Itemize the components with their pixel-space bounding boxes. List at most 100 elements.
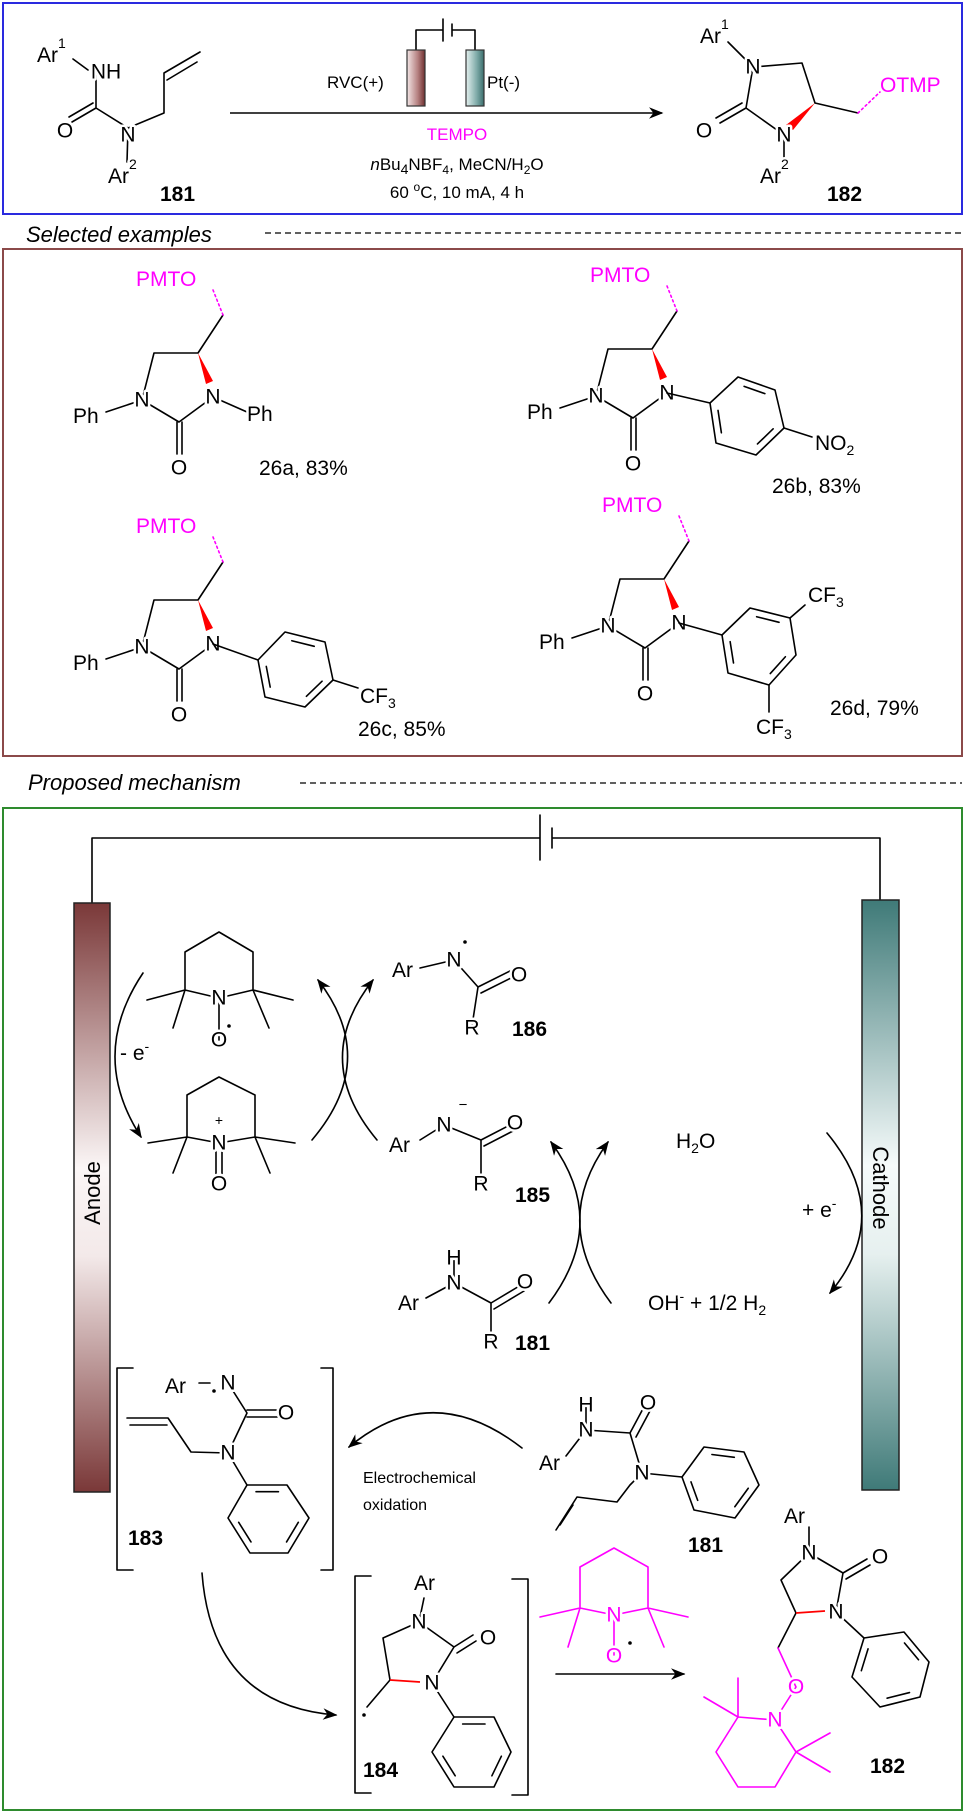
atom-label: O — [211, 1029, 227, 1052]
atom-label: Ar — [784, 1505, 805, 1528]
circuit: Anode Cathode — [73, 814, 900, 1493]
radical-dot — [628, 1641, 632, 1645]
negative-charge: − — [459, 1097, 468, 1114]
pmto-group: PMTO — [602, 494, 662, 517]
anode-electrode — [73, 902, 111, 1493]
amide-181-cycle: Ar H N O R 181 — [396, 1244, 551, 1356]
atom-label: N — [767, 1709, 782, 1732]
atom-label: N — [411, 1611, 426, 1634]
atom-label: Ar — [389, 1134, 410, 1157]
atom-label: Ar — [414, 1572, 435, 1595]
atom-label: O — [517, 1271, 533, 1294]
electrolysis-cell: RVC(+) Pt(-) — [327, 18, 520, 107]
ring-double-bond — [265, 665, 271, 688]
mechanism-arrows — [114, 972, 863, 1720]
nitro-group: NO2 — [815, 432, 855, 458]
compound-number: 181 — [160, 183, 195, 206]
atom-label: N — [801, 1542, 816, 1565]
atom-label: O — [480, 1627, 496, 1650]
ring-double-bond — [717, 409, 723, 434]
atom-label: Ar — [392, 959, 413, 982]
cathode-electrode — [861, 899, 900, 1491]
amidyl-radical-186: Ar N O R 186 — [390, 940, 547, 1042]
stereo-wedge — [198, 600, 213, 631]
pmto-group: PMTO — [136, 268, 196, 291]
mechanism-frame — [2, 807, 963, 1811]
product-182-mechanism: Ar N O N O N 182 — [703, 1503, 930, 1788]
atom-label: N — [776, 124, 791, 147]
atom-label: N — [446, 949, 461, 972]
bis-trifluoromethylphenyl-ring — [721, 607, 797, 686]
ring-bonds — [709, 376, 785, 456]
ring-double-bond — [756, 428, 774, 445]
ring-bonds — [257, 631, 334, 708]
trifluoromethylphenyl-ring — [257, 631, 334, 708]
atom-label: N — [745, 56, 760, 79]
example-26b: PMTO N N O Ph NO2 26b, 83% — [525, 262, 864, 501]
atom-label: R — [464, 1017, 479, 1040]
tempo-radical: N O — [146, 931, 294, 1054]
intermediate-183: Ar N O N 183 — [116, 1367, 334, 1571]
pmto-group: PMTO — [136, 515, 196, 538]
anode-label: RVC(+) — [327, 73, 384, 92]
ring-double-bond — [237, 1521, 252, 1543]
pt-cathode-electrode — [465, 49, 485, 107]
atom-label: N — [134, 389, 149, 412]
atom-label: N — [578, 1419, 593, 1442]
atom-label: O — [511, 964, 527, 987]
phenyl-ring — [681, 1446, 760, 1519]
yield-label-26a: 26a, 83% — [259, 457, 348, 480]
oxidation-label-line-2: oxidation — [363, 1497, 427, 1514]
radical-dot — [362, 1713, 366, 1717]
rvc-anode-electrode — [406, 49, 426, 107]
cf3-group: CF3 — [360, 685, 396, 711]
atom-label: O — [171, 457, 187, 480]
amide-anion-185: Ar N − O R 185 — [387, 1094, 551, 1207]
atom-label: N — [828, 1601, 843, 1624]
plus-electron-label: + e- — [802, 1195, 837, 1222]
ring-double-bond — [491, 1755, 503, 1777]
phenyl-label: Ph — [247, 403, 273, 426]
ring-double-bond — [886, 1691, 911, 1699]
ring-double-bond — [743, 385, 766, 395]
stereo-wedge — [652, 349, 667, 380]
ring-bonds — [721, 607, 797, 686]
ring-double-bond — [734, 1487, 750, 1508]
atom-label: N — [446, 1272, 461, 1295]
example-26a: PMTO N N O Ph Ph 26a, 83% — [71, 266, 351, 483]
ring-double-bond — [903, 1642, 920, 1661]
tempo-reagent: N O — [539, 1547, 689, 1670]
water-label: H2O — [676, 1130, 715, 1156]
cf3-group: CF3 — [756, 716, 792, 742]
cathode-label: Pt(-) — [487, 73, 520, 92]
ring-double-bond — [291, 639, 316, 648]
atom-label: N — [606, 1604, 621, 1627]
ring-double-bond — [769, 655, 787, 675]
stereo-wedge — [664, 579, 679, 610]
section-heading-selected-examples: Selected examples — [26, 222, 212, 247]
stereo-wedge — [198, 353, 213, 384]
compound-number: 181 — [515, 1332, 550, 1355]
atom-label: R — [473, 1173, 488, 1196]
phenyl-ring — [431, 1716, 512, 1788]
pmto-group: PMTO — [590, 264, 650, 287]
examples-frame — [2, 248, 963, 757]
atom-label: H — [446, 1247, 461, 1270]
nitrophenyl-ring — [709, 376, 785, 456]
atom-label: O — [696, 120, 712, 143]
atom-label: N — [205, 386, 220, 409]
example-26c: PMTO N N O Ph CF3 26c, 85% — [71, 513, 449, 744]
substrate-181: Ar1 NH O N Ar2 181 — [35, 33, 201, 206]
atom-label: N — [134, 636, 149, 659]
conditions-line-1: nBu4NBF4, MeCN/H2O — [370, 155, 543, 177]
atom-label: O — [606, 1645, 622, 1668]
atom-label: Ar — [398, 1292, 419, 1315]
ring-bonds — [851, 1631, 930, 1708]
yield-label-26d: 26d, 79% — [830, 697, 919, 720]
phenyl-label: Ph — [539, 631, 565, 654]
ring-bonds — [227, 1484, 310, 1554]
positive-charge: + — [215, 1112, 223, 1128]
atom-label: N — [220, 1442, 235, 1465]
reagent-tempo: TEMPO — [427, 125, 487, 144]
phenyl-label: Ph — [73, 405, 99, 428]
